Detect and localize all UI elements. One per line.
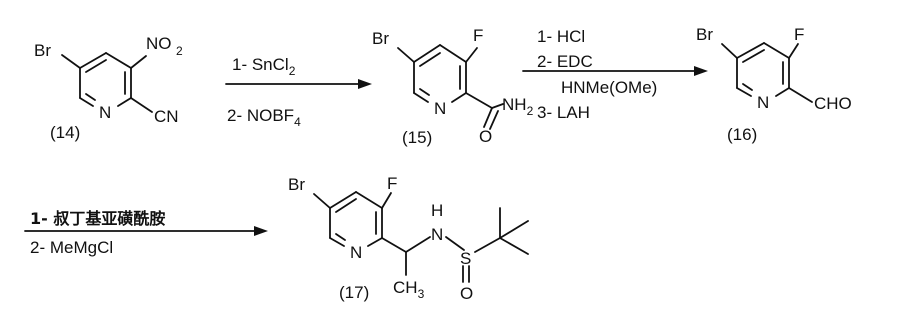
bond [721, 43, 738, 59]
bond [788, 87, 813, 103]
reaction-arrow-2: 1- HCl 2- EDC HNMe(OMe) 3- LAH [522, 27, 708, 122]
double-bond [85, 93, 96, 101]
double-bond [742, 83, 753, 91]
aldehyde-label: CHO [814, 94, 852, 113]
nitrile-label: CN [154, 107, 179, 126]
amine-hydrogen: H [431, 201, 443, 220]
ring-nitrogen: N [99, 103, 111, 122]
bond [61, 54, 81, 69]
bond [329, 237, 345, 247]
bond [405, 236, 431, 253]
bromo-label: Br [34, 41, 51, 60]
step-3-reagent-a: 1- 叔丁基亚磺酰胺 [30, 209, 165, 228]
bromo-label: Br [288, 175, 305, 194]
compound-label-17: (17) [339, 283, 369, 302]
bond [313, 193, 331, 209]
bond [763, 42, 790, 59]
fluoro-label: F [387, 174, 397, 193]
bond [775, 87, 790, 97]
subscript: 3 [418, 287, 425, 301]
bond [329, 191, 357, 209]
bond [489, 110, 499, 130]
arrow-head [694, 66, 708, 76]
fluoro-label: F [794, 25, 804, 44]
bond [367, 237, 383, 247]
bond [451, 92, 467, 103]
bond [413, 44, 441, 63]
ring-nitrogen: N [350, 243, 362, 262]
bond [413, 92, 429, 103]
methyl-label: CH3 [393, 278, 425, 301]
compound-label-14: (14) [50, 123, 80, 142]
arrow-head [254, 226, 268, 236]
bond [736, 87, 752, 97]
bond [499, 220, 529, 239]
double-bond [419, 52, 441, 67]
bond [465, 47, 478, 63]
sulfur-label: S [460, 249, 471, 268]
step-2-reagent-d: 3- LAH [537, 103, 590, 122]
carbonyl-oxygen: O [479, 127, 492, 146]
sulfinyl-oxygen: O [460, 284, 473, 303]
bromo-label: Br [372, 29, 389, 48]
compound-label-16: (16) [727, 125, 757, 144]
amide-label: NH2 [502, 95, 534, 118]
bond [439, 44, 467, 63]
bond [105, 52, 132, 69]
bond [79, 52, 107, 69]
bond [483, 107, 493, 128]
reaction-arrow-3: 1- 叔丁基亚磺酰胺 2- MeMgCl [24, 209, 268, 257]
amine-nitrogen: N [431, 225, 443, 244]
compound-15: Br F N O NH2 (15) [372, 26, 534, 147]
double-bond [742, 49, 765, 63]
bond [736, 42, 765, 59]
subscript: 2 [289, 64, 296, 78]
bond [117, 97, 132, 107]
step-3-reagent-b: 2- MeMgCl [30, 238, 113, 257]
double-bond [335, 198, 357, 213]
step-2-reagent-c: HNMe(OMe) [561, 78, 657, 97]
bond [445, 236, 465, 251]
compound-14: Br NO 2 N CN (14) [34, 34, 183, 142]
bond [491, 103, 504, 109]
double-bond [419, 88, 430, 96]
step-2-reagent-b: 2- EDC [537, 52, 593, 71]
bond [788, 43, 799, 59]
bond [397, 47, 415, 63]
bond [474, 237, 501, 253]
nitro-subscript: 2 [176, 44, 183, 58]
subscript: 4 [294, 115, 301, 129]
compound-17: Br F N H N S O CH3 (17) [288, 174, 529, 303]
subscript: 2 [527, 104, 534, 118]
step-1-reagent-a: 1- SnCl2 [232, 55, 296, 78]
double-bond [335, 233, 346, 241]
arrow-head [358, 79, 372, 89]
ring-nitrogen: N [757, 93, 769, 112]
nitro-label: NO [146, 34, 172, 53]
compound-16: Br F N CHO (16) [696, 25, 852, 144]
bond [465, 92, 493, 109]
bond [355, 191, 383, 209]
bond [499, 237, 529, 255]
bromo-label: Br [696, 25, 713, 44]
step-2-reagent-a: 1- HCl [537, 27, 585, 46]
bond [381, 192, 392, 209]
bond [130, 97, 153, 113]
ring-nitrogen: N [434, 99, 446, 118]
bond [79, 97, 94, 107]
fluoro-label: F [473, 26, 483, 45]
reaction-arrow-1: 1- SnCl2 2- NOBF4 [225, 55, 372, 129]
double-bond [85, 59, 107, 73]
compound-label-15: (15) [402, 128, 432, 147]
bond [381, 237, 407, 253]
bond [130, 55, 147, 69]
step-1-reagent-b: 2- NOBF4 [227, 106, 301, 129]
